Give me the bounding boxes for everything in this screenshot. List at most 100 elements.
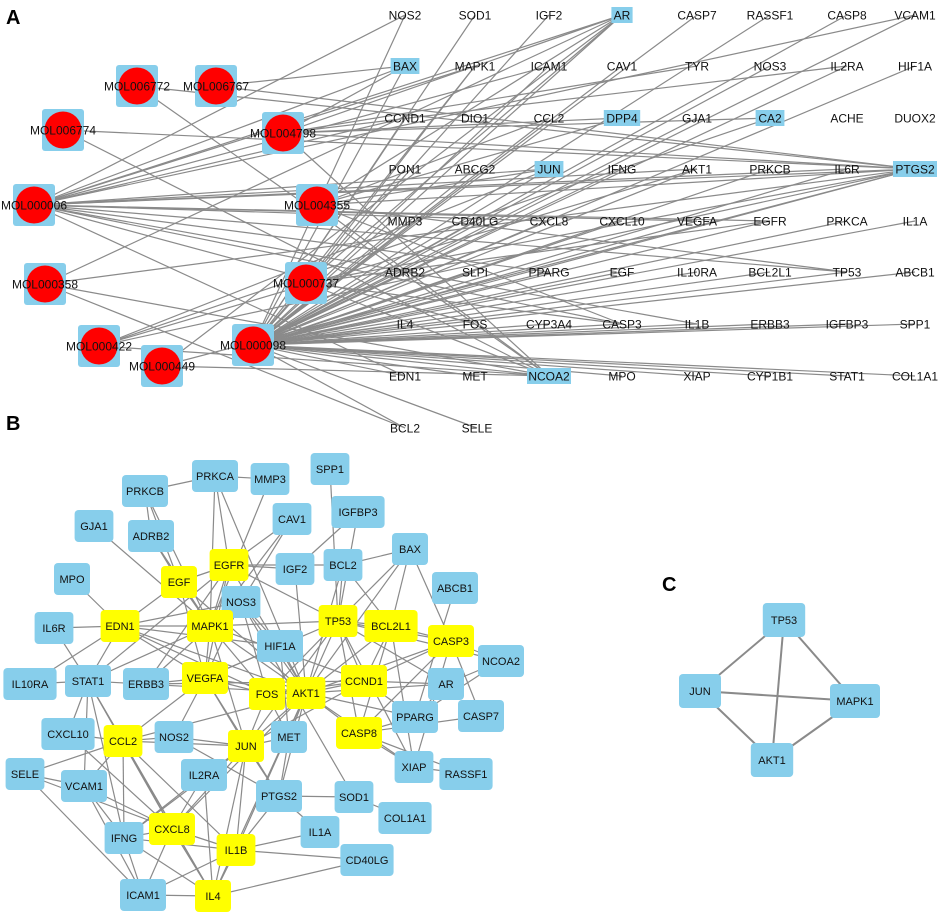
ppi-node-akt1[interactable]: AKT1 bbox=[286, 677, 326, 709]
target-node-ccl2[interactable]: CCL2 bbox=[534, 112, 565, 126]
ppi-node-bax[interactable]: BAX bbox=[392, 533, 428, 565]
core-node-akt1[interactable]: AKT1 bbox=[750, 743, 794, 777]
ppi-node-ar[interactable]: AR bbox=[428, 668, 464, 700]
ppi-node-stat1[interactable]: STAT1 bbox=[65, 665, 111, 697]
target-node-egf[interactable]: EGF bbox=[610, 266, 635, 280]
ppi-node-egf[interactable]: EGF bbox=[161, 566, 197, 598]
target-node-mpo[interactable]: MPO bbox=[608, 370, 635, 384]
ppi-node-casp8[interactable]: CASP8 bbox=[336, 717, 382, 749]
target-node-duox2[interactable]: DUOX2 bbox=[894, 112, 936, 126]
target-node-erbb3[interactable]: ERBB3 bbox=[750, 318, 790, 332]
ppi-node-ncoa2[interactable]: NCOA2 bbox=[478, 645, 524, 677]
target-node-il1b[interactable]: IL1B bbox=[685, 318, 710, 332]
compound-node-mol000358[interactable]: MOL000358 bbox=[12, 263, 78, 305]
ppi-node-il1a[interactable]: IL1A bbox=[300, 816, 340, 848]
ppi-node-ptgs2[interactable]: PTGS2 bbox=[256, 780, 302, 812]
ppi-node-il2ra[interactable]: IL2RA bbox=[181, 759, 227, 791]
core-node-mapk1[interactable]: MAPK1 bbox=[830, 684, 880, 718]
target-node-bax[interactable]: BAX bbox=[390, 58, 420, 74]
compound-node-mol000449[interactable]: MOL000449 bbox=[129, 345, 195, 387]
target-node-il10ra[interactable]: IL10RA bbox=[677, 266, 717, 280]
target-node-casp8[interactable]: CASP8 bbox=[827, 9, 867, 23]
ppi-node-cav1[interactable]: CAV1 bbox=[272, 503, 312, 535]
target-node-fos[interactable]: FOS bbox=[463, 318, 488, 332]
target-node-il4[interactable]: IL4 bbox=[397, 318, 414, 332]
ppi-node-edn1[interactable]: EDN1 bbox=[100, 610, 140, 642]
target-node-cxcl10[interactable]: CXCL10 bbox=[599, 215, 645, 229]
target-node-casp7[interactable]: CASP7 bbox=[677, 9, 717, 23]
target-node-casp3[interactable]: CASP3 bbox=[602, 318, 642, 332]
target-node-igfbp3[interactable]: IGFBP3 bbox=[826, 318, 869, 332]
core-node-jun[interactable]: JUN bbox=[679, 674, 721, 708]
ppi-node-erbb3[interactable]: ERBB3 bbox=[123, 668, 169, 700]
compound-node-mol006767[interactable]: MOL006767 bbox=[183, 65, 249, 107]
ppi-node-igf2[interactable]: IGF2 bbox=[275, 553, 315, 585]
ppi-node-il1b[interactable]: IL1B bbox=[216, 834, 256, 866]
target-node-slpi[interactable]: SLPI bbox=[462, 266, 488, 280]
ppi-node-met[interactable]: MET bbox=[271, 721, 307, 753]
target-node-igf2[interactable]: IGF2 bbox=[536, 9, 563, 23]
compound-node-mol004355[interactable]: MOL004355 bbox=[284, 184, 350, 226]
ppi-node-igfbp3[interactable]: IGFBP3 bbox=[331, 496, 385, 528]
ppi-node-hif1a[interactable]: HIF1A bbox=[257, 630, 303, 662]
ppi-node-gja1[interactable]: GJA1 bbox=[74, 510, 114, 542]
ppi-node-prkca[interactable]: PRKCA bbox=[192, 460, 238, 492]
ppi-node-abcb1[interactable]: ABCB1 bbox=[432, 572, 478, 604]
compound-node-mol004798[interactable]: MOL004798 bbox=[250, 112, 316, 154]
target-node-sod1[interactable]: SOD1 bbox=[459, 9, 492, 23]
ppi-node-tp53[interactable]: TP53 bbox=[318, 605, 358, 637]
ppi-node-icam1[interactable]: ICAM1 bbox=[120, 879, 166, 911]
ppi-node-nos2[interactable]: NOS2 bbox=[154, 721, 194, 753]
ppi-node-col1a1[interactable]: COL1A1 bbox=[378, 802, 432, 834]
target-node-jun[interactable]: JUN bbox=[534, 161, 564, 177]
target-node-cyp3a4[interactable]: CYP3A4 bbox=[526, 318, 572, 332]
ppi-node-il10ra[interactable]: IL10RA bbox=[3, 668, 57, 700]
ppi-node-egfr[interactable]: EGFR bbox=[209, 549, 249, 581]
target-node-il6r[interactable]: IL6R bbox=[834, 163, 860, 177]
ppi-node-fos[interactable]: FOS bbox=[249, 678, 285, 710]
target-node-il1a[interactable]: IL1A bbox=[903, 215, 928, 229]
ppi-node-sod1[interactable]: SOD1 bbox=[334, 781, 374, 813]
target-node-gja1[interactable]: GJA1 bbox=[682, 112, 712, 126]
target-node-vegfa[interactable]: VEGFA bbox=[677, 215, 717, 229]
target-node-pparg[interactable]: PPARG bbox=[528, 266, 569, 280]
compound-node-mol000422[interactable]: MOL000422 bbox=[66, 325, 132, 367]
target-node-ache[interactable]: ACHE bbox=[830, 112, 863, 126]
ppi-node-prkcb[interactable]: PRKCB bbox=[122, 475, 168, 507]
target-node-akt1[interactable]: AKT1 bbox=[682, 163, 712, 177]
ppi-node-mpo[interactable]: MPO bbox=[54, 563, 90, 595]
ppi-node-cxcl8[interactable]: CXCL8 bbox=[149, 813, 195, 845]
ppi-node-il6r[interactable]: IL6R bbox=[34, 612, 74, 644]
target-node-sele[interactable]: SELE bbox=[462, 422, 493, 436]
target-node-cxcl8[interactable]: CXCL8 bbox=[530, 215, 569, 229]
target-node-nos2[interactable]: NOS2 bbox=[389, 9, 422, 23]
ppi-node-bcl2l1[interactable]: BCL2L1 bbox=[364, 610, 418, 642]
compound-node-mol006772[interactable]: MOL006772 bbox=[104, 65, 170, 107]
target-node-prkcb[interactable]: PRKCB bbox=[749, 163, 790, 177]
ppi-node-spp1[interactable]: SPP1 bbox=[310, 453, 350, 485]
target-node-il2ra[interactable]: IL2RA bbox=[830, 60, 863, 74]
target-node-stat1[interactable]: STAT1 bbox=[829, 370, 865, 384]
ppi-node-ccl2[interactable]: CCL2 bbox=[103, 725, 143, 757]
target-node-met[interactable]: MET bbox=[462, 370, 488, 384]
target-node-mapk1[interactable]: MAPK1 bbox=[455, 60, 496, 74]
target-node-icam1[interactable]: ICAM1 bbox=[531, 60, 568, 74]
compound-node-mol006774[interactable]: MOL006774 bbox=[30, 109, 96, 151]
ppi-node-il4[interactable]: IL4 bbox=[195, 880, 231, 912]
ppi-node-sele[interactable]: SELE bbox=[5, 758, 45, 790]
ppi-node-ccnd1[interactable]: CCND1 bbox=[341, 665, 387, 697]
compound-node-mol000098[interactable]: MOL000098 bbox=[220, 324, 286, 366]
target-node-prkca[interactable]: PRKCA bbox=[826, 215, 867, 229]
target-node-mmp3[interactable]: MMP3 bbox=[388, 215, 423, 229]
target-node-hif1a[interactable]: HIF1A bbox=[898, 60, 932, 74]
ppi-node-bcl2[interactable]: BCL2 bbox=[323, 549, 363, 581]
target-node-ncoa2[interactable]: NCOA2 bbox=[527, 368, 571, 384]
target-node-edn1[interactable]: EDN1 bbox=[389, 370, 421, 384]
ppi-node-ifng[interactable]: IFNG bbox=[104, 822, 144, 854]
ppi-node-cd40lg[interactable]: CD40LG bbox=[340, 844, 394, 876]
ppi-node-casp7[interactable]: CASP7 bbox=[458, 700, 504, 732]
target-node-col1a1[interactable]: COL1A1 bbox=[892, 370, 938, 384]
target-node-dpp4[interactable]: DPP4 bbox=[603, 110, 641, 126]
target-node-ar[interactable]: AR bbox=[611, 7, 633, 23]
target-node-spp1[interactable]: SPP1 bbox=[900, 318, 931, 332]
